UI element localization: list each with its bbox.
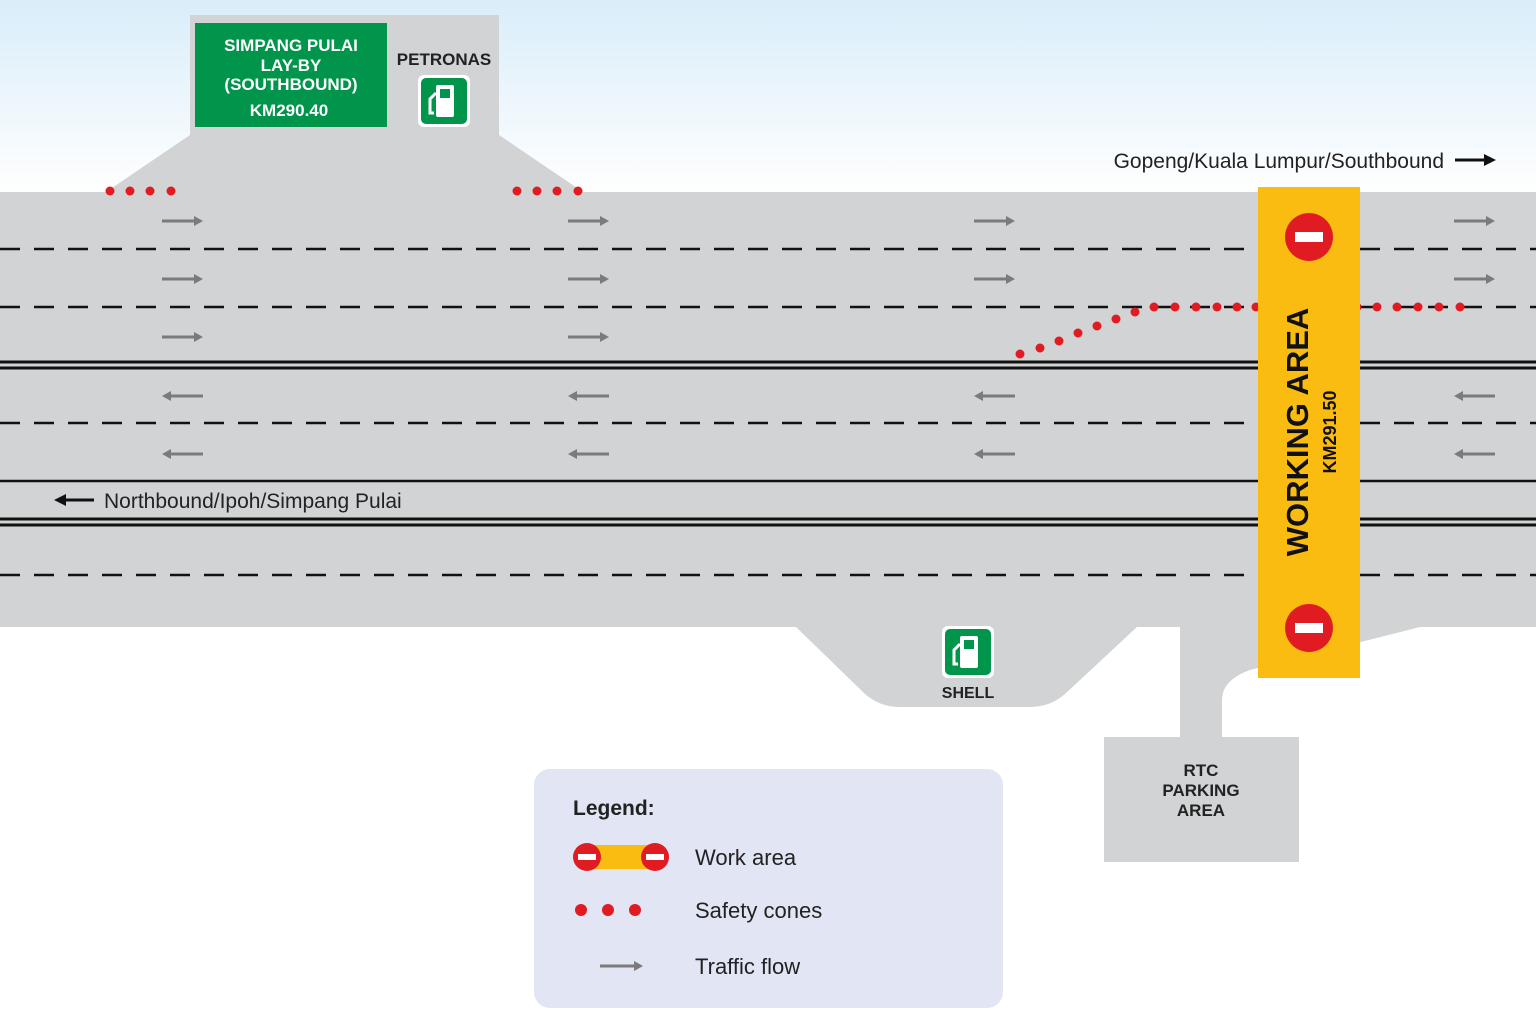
- rtc-label-line-2: PARKING: [1162, 781, 1239, 800]
- petronas-layby-sign: [195, 23, 387, 127]
- legend-label-safety-cones: Safety cones: [695, 898, 823, 923]
- legend-label-work-area: Work area: [695, 845, 797, 870]
- no-entry-icon: [1285, 604, 1333, 652]
- fuel-pump-icon: [416, 73, 472, 129]
- work-area-symbol: [573, 843, 669, 871]
- legend-item-safety-cones: Safety cones: [534, 890, 1003, 930]
- shell-label: SHELL: [942, 685, 995, 702]
- safety-cones-symbol: [575, 904, 641, 916]
- safety-cones: [105, 186, 1465, 359]
- rtc-label-line-3: AREA: [1177, 801, 1225, 820]
- northbound-direction-label: Northbound/Ipoh/Simpang Pulai: [104, 490, 402, 513]
- legend-item-traffic-flow: Traffic flow: [534, 946, 1003, 986]
- legend-panel: Legend: Work area Safety cones Traffic f…: [534, 769, 1003, 1008]
- working-area-block: [1258, 187, 1360, 678]
- fuel-pump-icon: [940, 624, 996, 680]
- no-entry-icon: [1285, 213, 1333, 261]
- traffic-flow-symbol: [600, 961, 643, 971]
- layby-sign-line-4: KM290.40: [250, 101, 328, 120]
- rtc-label-line-1: RTC: [1184, 761, 1219, 780]
- layby-sign-line-3: (SOUTHBOUND): [224, 75, 357, 94]
- southbound-direction-label: Gopeng/Kuala Lumpur/Southbound: [1114, 150, 1444, 173]
- arrow-right-icon: [1455, 154, 1496, 166]
- rtc-access-road: [1180, 626, 1222, 737]
- working-area-km: KM291.50: [1320, 390, 1340, 473]
- legend-item-work-area: Work area: [534, 837, 1003, 877]
- petronas-label: PETRONAS: [397, 50, 491, 69]
- legend-title: Legend:: [573, 797, 655, 820]
- legend-label-traffic-flow: Traffic flow: [695, 954, 801, 979]
- layby-sign-line-1: SIMPANG PULAI: [224, 36, 358, 55]
- working-area-title: WORKING AREA: [1280, 308, 1315, 557]
- rtc-parking-area: [1104, 737, 1299, 862]
- arrow-left-icon: [54, 494, 94, 506]
- layby-sign-line-2: LAY-BY: [261, 56, 322, 75]
